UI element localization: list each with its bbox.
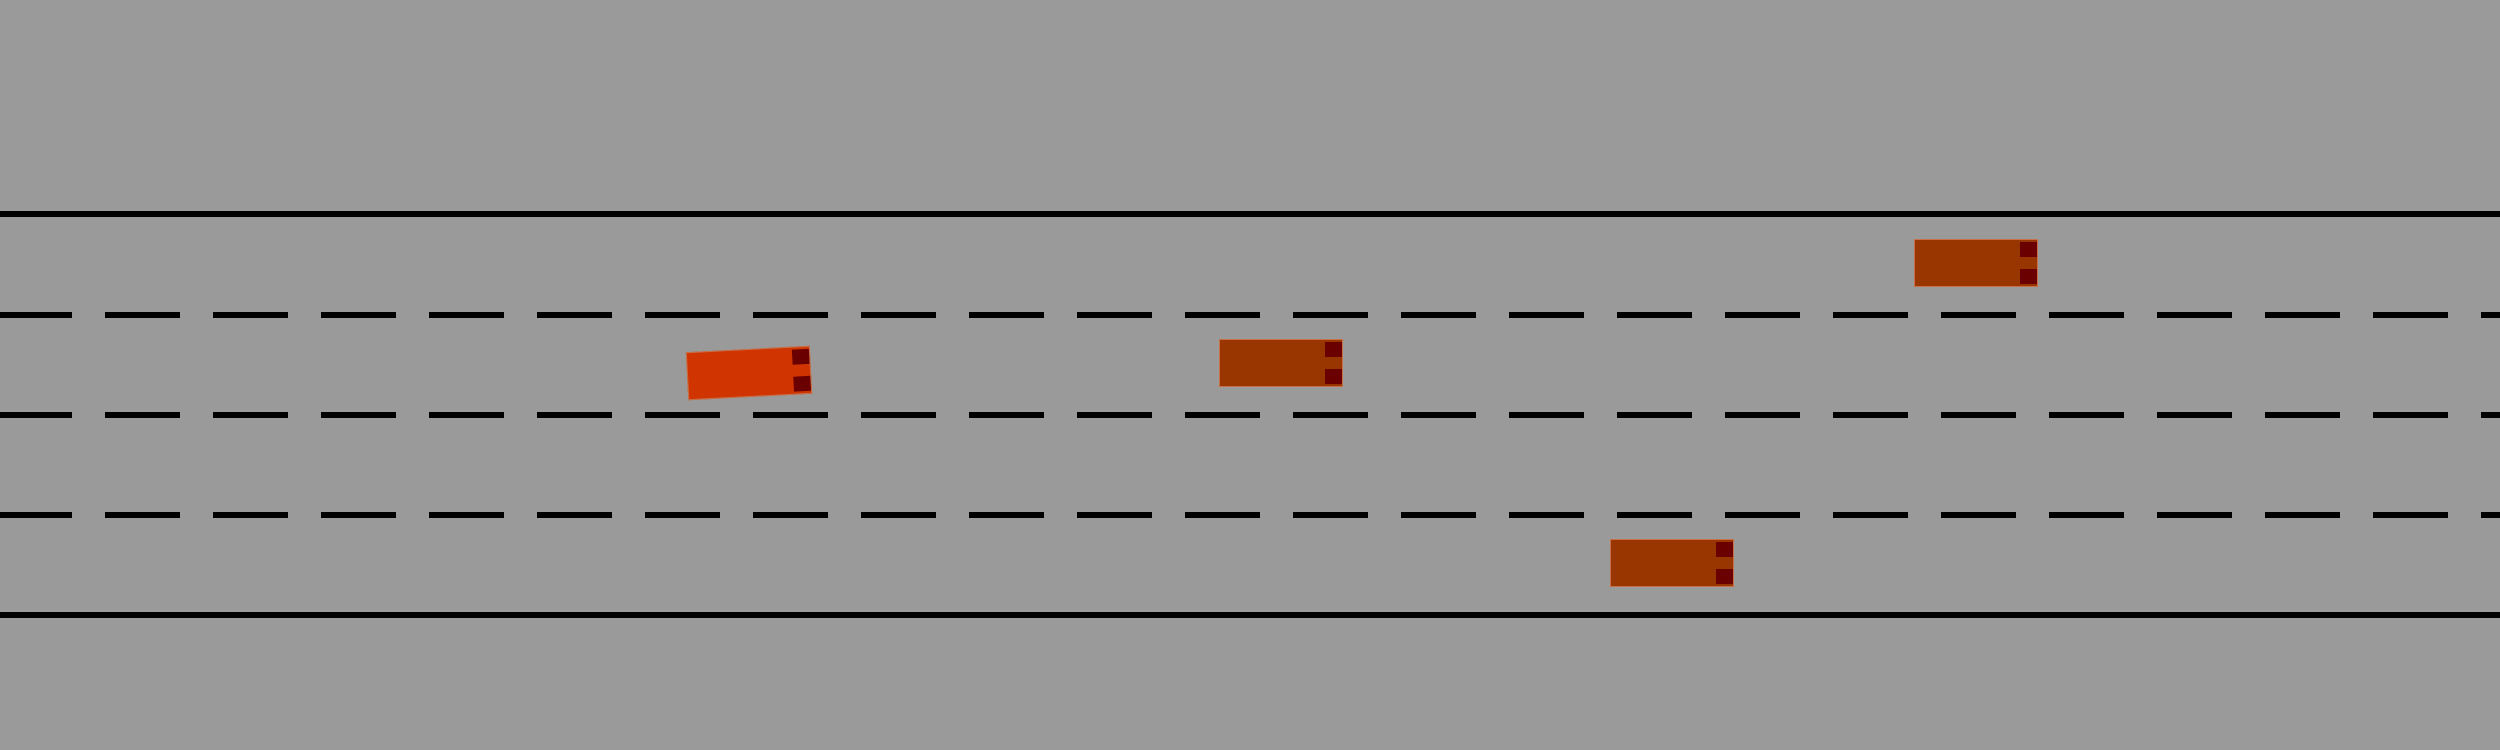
tail-light — [1716, 542, 1733, 557]
tail-light — [1716, 569, 1733, 584]
road-edge-bottom — [0, 612, 2500, 618]
tail-light — [2020, 242, 2037, 257]
ego-vehicle — [685, 345, 813, 401]
lane-divider-3 — [0, 512, 2500, 518]
lane-divider-2 — [0, 412, 2500, 418]
lane-divider-1 — [0, 312, 2500, 318]
other-vehicle — [1610, 539, 1734, 587]
road-edge-top — [0, 211, 2500, 217]
other-vehicle — [1914, 239, 2038, 287]
tail-light — [1325, 369, 1342, 384]
other-vehicle — [1219, 339, 1343, 387]
tail-light — [791, 348, 810, 365]
tail-light — [1325, 342, 1342, 357]
tail-light — [793, 375, 812, 392]
tail-light — [2020, 269, 2037, 284]
